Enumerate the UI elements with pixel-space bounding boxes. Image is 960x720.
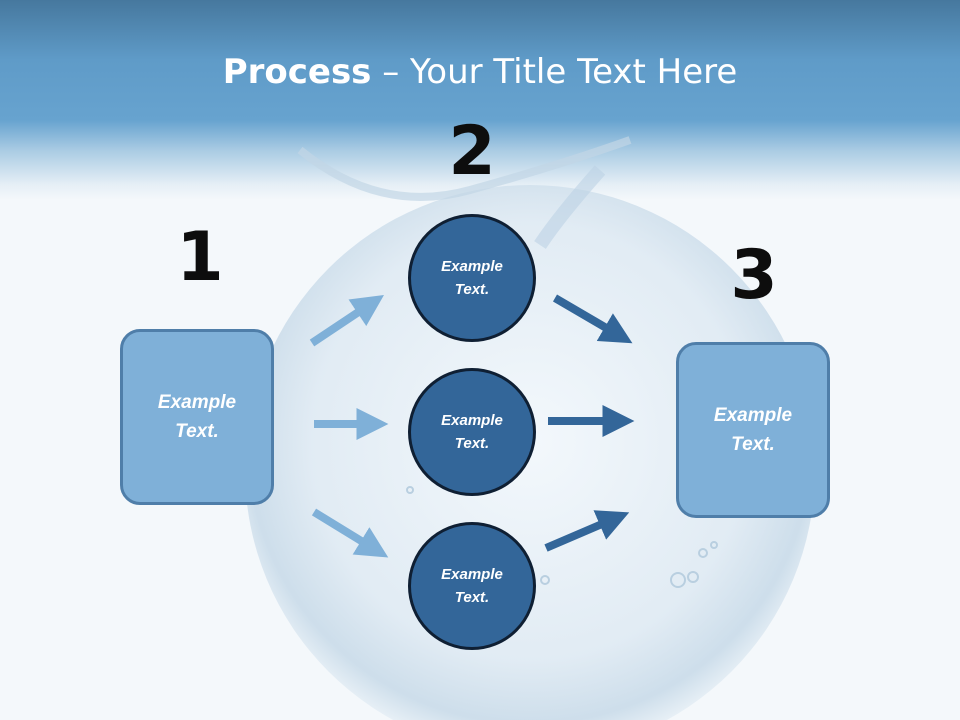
step3-box: Example Text.	[676, 342, 830, 518]
step-number-2: 2	[448, 112, 496, 191]
step1-box-label: Example Text.	[157, 392, 237, 442]
title-banner	[0, 0, 960, 200]
step2-circle-middle-label: Example Text.	[441, 412, 503, 452]
arrow-1-to-bottom	[311, 508, 389, 558]
arrow-bottom-to-3	[544, 510, 630, 552]
step-number-1: 1	[176, 218, 224, 297]
step2-circle-bottom-label: Example Text.	[441, 566, 503, 606]
step3-box-label: Example Text.	[713, 405, 793, 455]
step2-circle-top-label: Example Text.	[441, 258, 503, 298]
title-rest: – Your Title Text Here	[371, 52, 738, 92]
step-number-3: 3	[730, 236, 778, 315]
step2-circle-middle: Example Text.	[408, 368, 536, 496]
step2-circle-top: Example Text.	[408, 214, 536, 342]
step1-box: Example Text.	[120, 329, 274, 505]
arrow-1-to-top	[309, 295, 384, 347]
slide-title: Process – Your Title Text Here	[0, 52, 960, 92]
step2-circle-bottom: Example Text.	[408, 522, 536, 650]
arrow-top-to-3	[552, 294, 633, 344]
title-bold: Process	[222, 52, 372, 92]
